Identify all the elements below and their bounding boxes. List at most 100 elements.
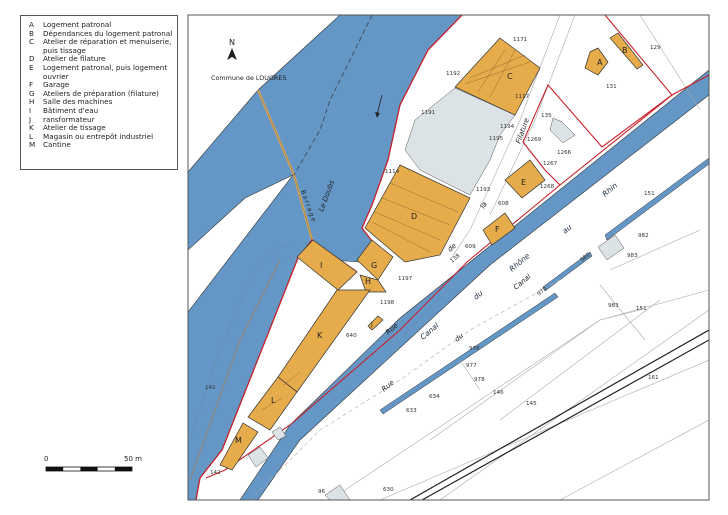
legend-label: Logement patronal (43, 20, 112, 29)
railway (409, 329, 709, 500)
parcel-lines (249, 15, 709, 500)
parcel-number: 141 (205, 385, 216, 391)
parcel-number: 96 (318, 489, 326, 495)
parcel-number: 979 (536, 286, 548, 298)
legend-key: I (29, 105, 32, 115)
building-e-label: E (521, 178, 526, 187)
map-frame (187, 14, 710, 501)
legend-label: ransformateur (43, 114, 95, 124)
legend-item: L Magasin ou entrepôt industriel (29, 131, 173, 142)
building-l-label: L (271, 396, 276, 405)
legend-key: B (29, 28, 34, 38)
legend-key: F (29, 80, 34, 90)
parcel-number: 1114 (385, 169, 400, 175)
parcel-number: 1269 (527, 137, 542, 143)
legend-label: Salle des machines (43, 97, 113, 107)
legend: A Logement patronal B Dépendances du logem… (20, 15, 178, 170)
parcel-number: 161 (648, 375, 659, 381)
property-boundary (361, 15, 463, 246)
legend-key: J (29, 114, 32, 124)
parcel-number: 1268 (540, 184, 555, 190)
building-f-label: F (495, 225, 500, 234)
scale-segment (80, 467, 98, 471)
building-g (356, 239, 394, 281)
parcel-number: 977 (466, 363, 477, 369)
side-channel (542, 251, 593, 292)
legend-key: A (29, 20, 34, 29)
legend-key: K (29, 123, 34, 133)
annex-building (271, 426, 287, 441)
annex-building (324, 484, 351, 500)
side-channel (379, 292, 559, 415)
building-d-label: D (411, 212, 417, 221)
annex-building (549, 117, 576, 144)
parcel-number: 1171 (513, 37, 528, 43)
building-k-label: K (317, 331, 323, 340)
building-h (359, 274, 387, 293)
building-h-label: H (365, 277, 371, 286)
legend-key: L (29, 131, 34, 141)
parcel-number: 983 (608, 303, 619, 309)
parcel-number: 630 (383, 487, 394, 493)
building-b-label: B (622, 46, 628, 55)
parcel-number: 640 (346, 333, 357, 339)
building-b (609, 32, 644, 70)
legend-key: G (29, 88, 35, 98)
legend-item: I Bâtiment d'eau (29, 105, 173, 116)
building-j-label: J (370, 321, 373, 328)
legend-label: Atelier de réparation et menuiserie, pui… (43, 37, 172, 55)
building-a (584, 47, 609, 76)
legend-label: Dépendances du logement patronal (43, 28, 173, 38)
parcel-number: 135 (541, 113, 552, 119)
legend-label: Magasin ou entrepôt industriel (43, 131, 154, 141)
parcel-number: 983 (627, 253, 638, 259)
annex-building (597, 234, 625, 261)
legend-label: Logement patronal, puis logement ouvrier (43, 62, 168, 81)
parcel-number: 976 (469, 346, 480, 352)
scale-bar: 0 50 m (44, 455, 142, 472)
parcel-number: 151 (636, 306, 647, 312)
parcel-number: 633 (406, 408, 417, 414)
annex-building (247, 446, 269, 468)
parcel-number: 146 (493, 390, 504, 396)
parcel-number: 1117 (515, 94, 530, 100)
building-a-label: A (597, 58, 603, 67)
legend-key: E (29, 62, 34, 72)
legend-label: Atelier de filature (43, 54, 106, 64)
annex-building (404, 87, 516, 196)
legend-item: E Logement patronal, puis logement ouvrie… (29, 62, 173, 81)
parcel-number: 982 (638, 233, 649, 239)
scale-segment (114, 467, 132, 471)
north-arrow-icon (227, 48, 237, 60)
legend-label: Cantine (43, 140, 71, 150)
building-d (364, 164, 471, 263)
building-g-label: G (371, 261, 377, 270)
building-c (454, 37, 541, 116)
building-c-label: C (507, 72, 513, 81)
building-e (504, 159, 546, 199)
parcel-number: 978 (474, 377, 485, 383)
building-i-label: I (320, 261, 322, 270)
commune-label: Commune de LOUGRES (211, 74, 286, 82)
scale-segment (46, 467, 64, 471)
legend-label: Atelier de tissage (43, 123, 106, 133)
legend-key: D (29, 54, 35, 64)
building-j (367, 315, 384, 331)
parcel-number: 1198 (380, 300, 395, 306)
north-label: N (229, 38, 235, 47)
parcel-number: 608 (498, 201, 509, 207)
scale-end-label: 50 m (124, 455, 142, 463)
legend-label: Bâtiment d'eau (43, 105, 99, 115)
legend-item: D Atelier de filature (29, 55, 173, 64)
parcel-number: 1197 (398, 276, 413, 282)
parcel-number: 980 (579, 252, 591, 264)
side-channel (604, 157, 709, 241)
legend-item: K Atelier de tissage (29, 124, 173, 133)
parcel-number: 1267 (543, 161, 558, 167)
